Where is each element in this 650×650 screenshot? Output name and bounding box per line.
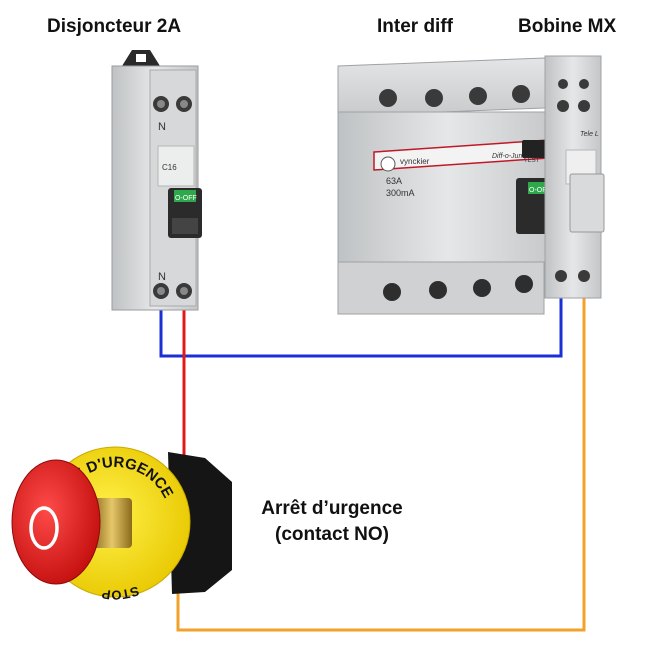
orange-wire — [176, 296, 586, 632]
rcd-model: Diff-o-Jump — [492, 153, 528, 160]
rcd-label: Inter diff — [377, 16, 453, 37]
breaker-pole-mark-top: N — [158, 121, 166, 133]
coil-device: Tele L — [544, 55, 605, 299]
emergency-stop-device: ARRÊT D'URGENCE STOP — [11, 446, 232, 603]
rcd-state: O-OFF — [529, 187, 551, 194]
breaker-label: Disjoncteur 2A — [47, 16, 182, 37]
coil-label: Bobine MX — [518, 16, 617, 37]
rcd-brand: vynckier — [400, 157, 430, 166]
wires — [159, 296, 586, 632]
blue-wire — [159, 298, 563, 358]
rcd-sensitivity: 300mA — [386, 188, 415, 198]
breaker-device: N C16 O-OFF N — [111, 50, 202, 311]
rcd-device: vynckier Diff-o-Jump 63A 300mA TEST O-OF… — [337, 57, 560, 315]
coil-name: Tele L — [580, 131, 599, 138]
breaker-rating: C16 — [162, 163, 177, 172]
estop-label-line1: Arrêt d’urgence — [261, 498, 403, 519]
estop-label: Arrêt d’urgence (contact NO) — [237, 496, 427, 548]
rcd-test-label: TEST — [524, 158, 540, 164]
estop-label-line2: (contact NO) — [275, 524, 389, 545]
breaker-state: O-OFF — [175, 195, 197, 202]
rcd-rating: 63A — [386, 176, 402, 186]
breaker-pole-mark-bottom: N — [158, 271, 166, 283]
